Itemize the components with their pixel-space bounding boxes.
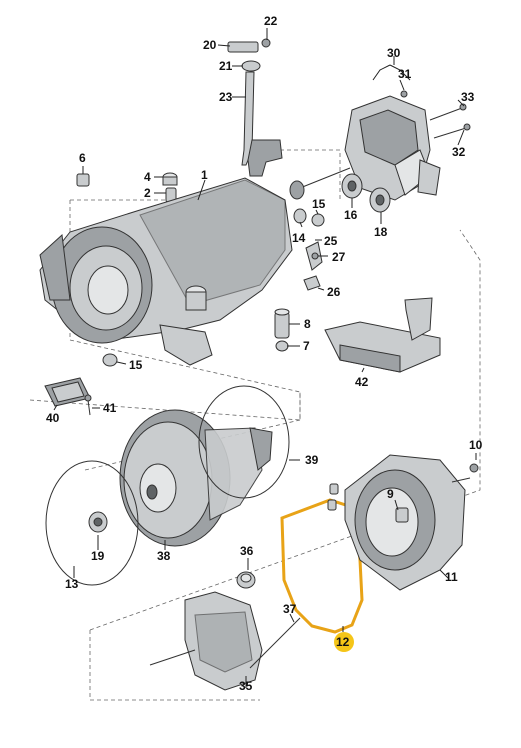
valve-body-35 <box>149 591 301 691</box>
bearings-16-18 <box>341 173 391 213</box>
callout-38: 38 <box>157 549 171 563</box>
shaft-23 <box>241 71 255 166</box>
bolt-22 <box>261 38 271 48</box>
callout-39: 39 <box>305 453 319 467</box>
bolt-37 <box>249 617 301 669</box>
callout-32: 32 <box>452 145 466 159</box>
ring-36 <box>236 571 256 589</box>
callout-42: 42 <box>355 375 369 389</box>
highlight-badge-12 <box>334 632 354 652</box>
cover-11 <box>327 454 479 591</box>
part-31 <box>400 90 408 98</box>
callout-21: 21 <box>219 59 233 73</box>
callout-20: 20 <box>203 38 217 52</box>
callout-12: 12 <box>336 635 350 649</box>
callout-33: 33 <box>461 90 475 104</box>
part-9 <box>395 507 409 523</box>
callout-labels: 22 20 21 23 30 31 33 32 6 4 2 1 15 14 16… <box>46 14 483 693</box>
filter-40-bolt-41 <box>44 377 92 416</box>
oring-39 <box>198 385 290 499</box>
control-unit-30 <box>344 90 441 201</box>
callout-22: 22 <box>264 14 278 28</box>
callout-4: 4 <box>144 170 151 184</box>
nut-21 <box>241 60 261 72</box>
bolt-10 <box>469 463 479 473</box>
callout-25: 25 <box>324 234 338 248</box>
bracket-20 <box>227 41 259 53</box>
clutch-38 <box>119 409 273 547</box>
callout-23: 23 <box>219 90 233 104</box>
callout-15-lower: 15 <box>129 358 143 372</box>
callout-9: 9 <box>387 487 394 501</box>
leader-lines <box>53 28 477 688</box>
callout-30: 30 <box>387 46 401 60</box>
callout-31: 31 <box>398 67 412 81</box>
callout-15-upper: 15 <box>312 197 326 211</box>
callout-8: 8 <box>304 317 311 331</box>
seal-15-lower <box>102 353 118 367</box>
callout-1: 1 <box>201 168 208 182</box>
screws-33-32 <box>429 103 471 139</box>
lever-23 <box>247 139 283 177</box>
callout-16: 16 <box>344 208 358 222</box>
oil-strainer-42 <box>324 297 441 373</box>
plugs-6-4-2 <box>76 172 178 203</box>
callout-41: 41 <box>103 401 117 415</box>
callout-14: 14 <box>292 231 306 245</box>
seal-19 <box>88 511 108 533</box>
callout-36: 36 <box>240 544 254 558</box>
callout-27: 27 <box>332 250 346 264</box>
callout-10: 10 <box>469 438 483 452</box>
transmission-housing-1 <box>39 177 293 366</box>
oring-13 <box>45 460 139 586</box>
sleeve-8-plug-7 <box>274 308 290 352</box>
small-parts-14-27 <box>293 208 325 291</box>
callout-19: 19 <box>91 549 105 563</box>
callout-26: 26 <box>327 285 341 299</box>
selector-shaft-assembly <box>227 38 283 177</box>
callout-18: 18 <box>374 225 388 239</box>
callout-35: 35 <box>239 679 253 693</box>
callout-11: 11 <box>445 570 458 584</box>
callout-40: 40 <box>46 411 60 425</box>
callout-7: 7 <box>303 339 310 353</box>
callout-37: 37 <box>283 602 297 616</box>
callout-13: 13 <box>65 577 79 591</box>
callout-2: 2 <box>144 186 151 200</box>
callout-6: 6 <box>79 151 86 165</box>
drive-shaft <box>289 167 351 200</box>
